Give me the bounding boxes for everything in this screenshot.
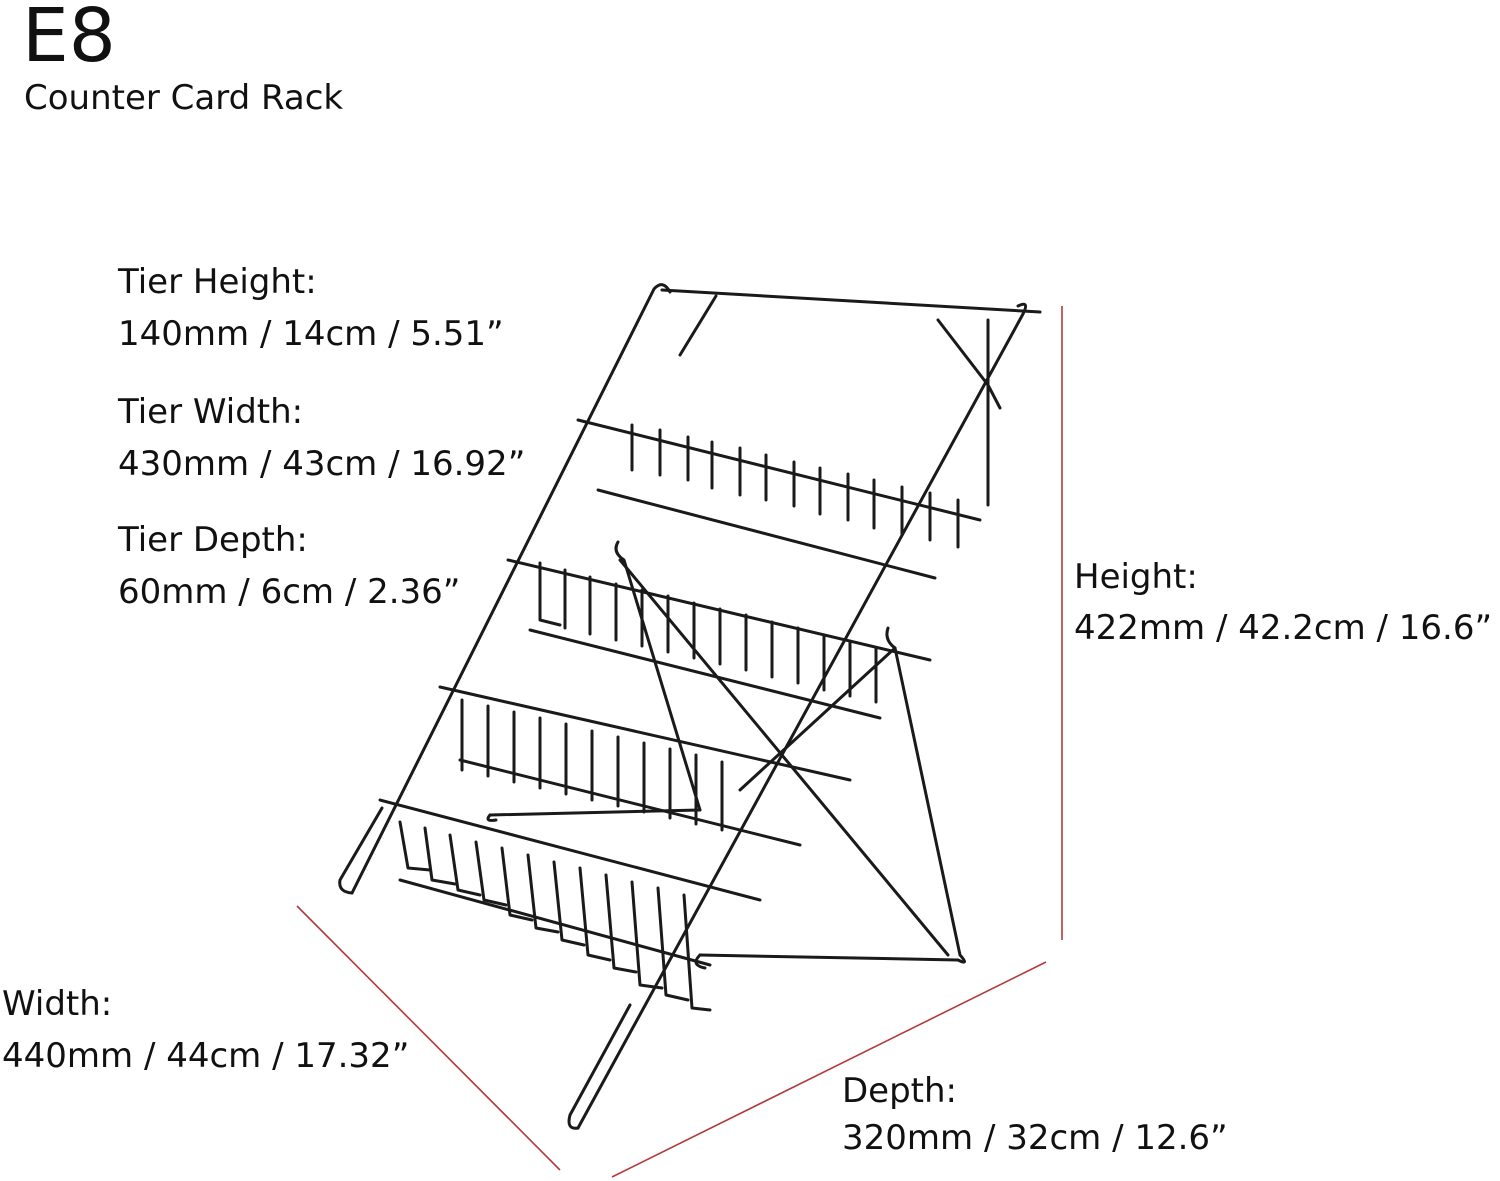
height-label: Height: bbox=[1074, 557, 1198, 597]
width-value: 440mm / 44cm / 17.32” bbox=[2, 1036, 410, 1076]
dimension-lines bbox=[296, 306, 1063, 1178]
product-name: Counter Card Rack bbox=[24, 78, 344, 118]
tier-1 bbox=[576, 294, 1002, 580]
depth-value: 320mm / 32cm / 12.6” bbox=[842, 1118, 1228, 1158]
width-dimension-line bbox=[296, 905, 561, 1171]
wire-rack bbox=[338, 283, 1042, 1130]
top-bar bbox=[660, 288, 1042, 314]
tier-depth-value: 60mm / 6cm / 2.36” bbox=[118, 572, 461, 612]
tier-3 bbox=[438, 685, 852, 847]
tier-depth-label: Tier Depth: bbox=[118, 520, 308, 560]
right-foot bbox=[567, 1003, 632, 1130]
right-frame bbox=[576, 302, 1028, 1130]
depth-label: Depth: bbox=[842, 1071, 958, 1111]
tier-height-value: 140mm / 14cm / 5.51” bbox=[118, 314, 504, 354]
product-code: E8 bbox=[22, 0, 116, 79]
tier-4 bbox=[378, 798, 762, 1012]
rear-support bbox=[486, 540, 966, 970]
height-value: 422mm / 42.2cm / 16.6” bbox=[1074, 608, 1493, 648]
tier-2 bbox=[506, 558, 932, 720]
tier-width-value: 430mm / 43cm / 16.92” bbox=[118, 444, 526, 484]
left-foot bbox=[338, 806, 384, 895]
tier-width-label: Tier Width: bbox=[118, 392, 304, 432]
width-label: Width: bbox=[2, 984, 113, 1024]
depth-dimension-line bbox=[611, 961, 1047, 1178]
tier-height-label: Tier Height: bbox=[118, 262, 317, 302]
